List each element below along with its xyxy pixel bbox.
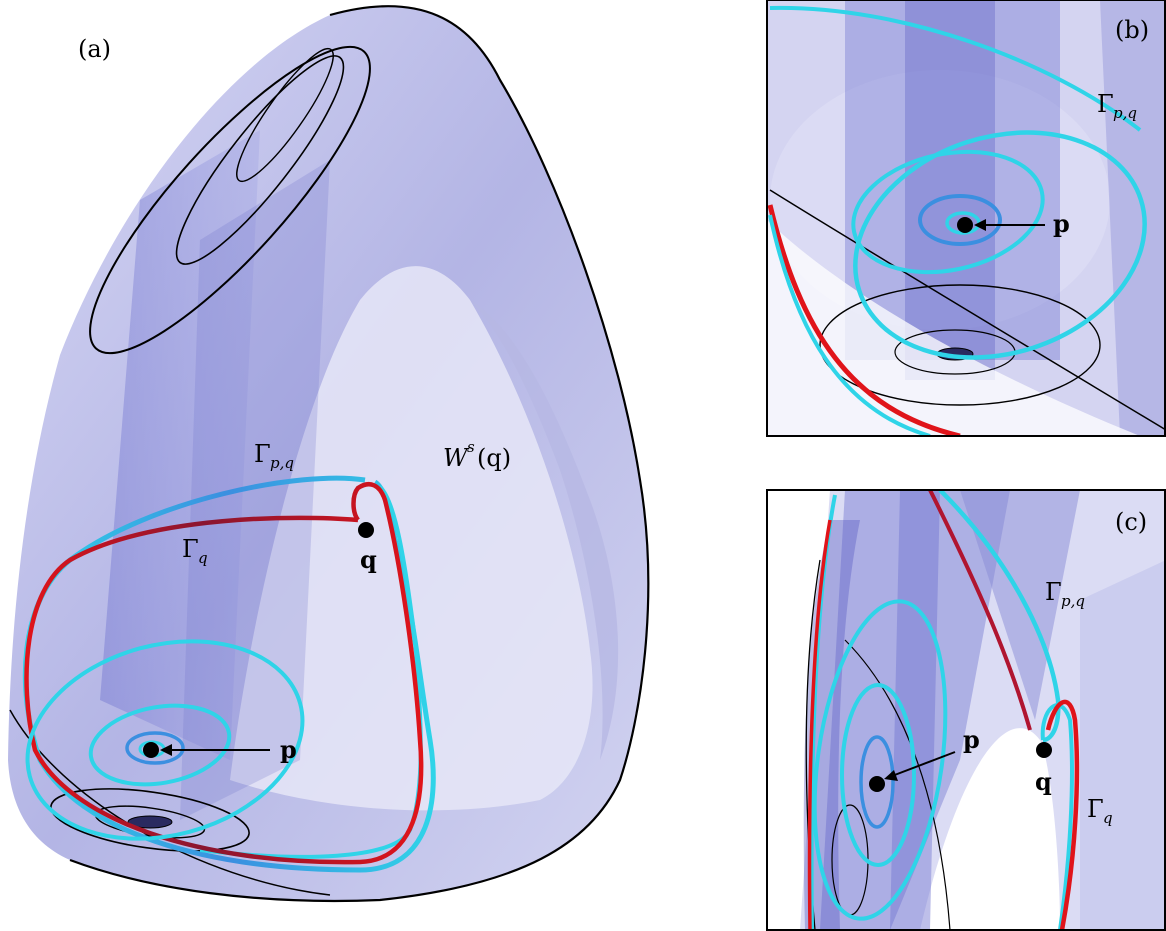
svg-text:Γ: Γ	[1097, 90, 1114, 118]
label-p-a: p	[280, 735, 297, 764]
svg-text:(q): (q)	[477, 444, 511, 472]
panel-b-tag: (b)	[1115, 16, 1149, 44]
svg-text:Γ: Γ	[182, 535, 199, 563]
label-gamma-q-c: Γ q	[1087, 795, 1113, 827]
point-q-c	[1036, 742, 1052, 758]
svg-text:s: s	[467, 438, 475, 456]
panel-c-cyan-outer	[1040, 703, 1074, 930]
label-gamma-pq-c: Γ p,q	[1045, 578, 1085, 610]
panel-c-shade	[1080, 560, 1166, 930]
arrow-p-b-head	[974, 219, 986, 231]
top-loop-2	[175, 55, 345, 265]
top-loop-1	[89, 45, 371, 355]
panel-c-frame	[766, 489, 1166, 931]
panel-c-cyan-arc	[938, 490, 1061, 743]
panel-b-frame	[766, 0, 1166, 437]
panel-b-spiral-2	[851, 149, 1045, 275]
point-p-a	[143, 742, 159, 758]
point-q-a	[358, 522, 374, 538]
gamma-q-curve-a	[24, 482, 424, 865]
manifold-tube-center	[180, 160, 330, 820]
label-gamma-q-a: Γ q	[182, 535, 208, 567]
panel-a-tag: (a)	[78, 35, 111, 63]
svg-text:q: q	[1103, 809, 1113, 827]
panel-c-spiral-2	[840, 683, 916, 867]
top-loop-3	[236, 47, 334, 183]
manifold-outline	[69, 5, 650, 903]
panel-b-tube-core	[905, 0, 995, 380]
p-spiral-a-3	[125, 731, 185, 765]
panel-c-red-curve-2	[1045, 699, 1080, 930]
svg-text:q: q	[198, 549, 208, 567]
panel-c-red-curve-1	[928, 490, 1032, 731]
svg-text:p,q: p,q	[1113, 104, 1137, 122]
panel-b-cyan-curve-1	[768, 214, 931, 436]
panel-b-black-loop-1	[819, 284, 1101, 406]
svg-text:p,q: p,q	[1061, 592, 1085, 610]
panel-c-tag: (c)	[1115, 508, 1147, 536]
manifold-shade-region	[470, 300, 619, 760]
bottom-loop-3	[127, 815, 173, 829]
panel-c-red-curve-3	[807, 519, 832, 930]
svg-text:Γ: Γ	[254, 440, 271, 468]
bottom-loop-1	[50, 788, 250, 852]
panel-c: (c) p q Γ p,q Γ q	[766, 489, 1166, 931]
label-q-c: q	[1035, 767, 1052, 796]
point-p-c	[869, 776, 885, 792]
label-manifold-ws: W s (q)	[443, 438, 511, 472]
label-gamma-pq-a: Γ p,q	[254, 440, 294, 472]
label-p-b: p	[1053, 209, 1070, 238]
panel-c-black-curve-2	[844, 639, 951, 930]
svg-text:p,q: p,q	[270, 454, 294, 472]
p-spiral-a-2	[88, 703, 232, 787]
point-p-b	[957, 217, 973, 233]
label-gamma-pq-b: Γ p,q	[1097, 90, 1137, 122]
panel-b-side-band	[1100, 0, 1166, 436]
arrow-p-a-head	[160, 744, 172, 756]
label-p-c: p	[963, 725, 980, 754]
svg-text:W: W	[443, 444, 470, 472]
panel-b-cyan-curve-2	[769, 5, 1142, 132]
svg-text:Γ: Γ	[1045, 578, 1062, 606]
panel-b-spiral-1	[853, 130, 1147, 360]
panel-a: (a) p q Γ p,q Γ q W s (q)	[8, 5, 650, 903]
panel-c-spiral-3	[859, 735, 895, 829]
p-spiral-a-1	[25, 639, 305, 841]
arrow-p-c-line	[891, 751, 956, 777]
svg-text:Γ: Γ	[1087, 795, 1104, 823]
panel-c-spiral-1	[812, 599, 948, 921]
panel-b: (b) p Γ p,q	[766, 0, 1166, 437]
label-q-a: q	[360, 545, 377, 574]
panel-b-red-curve	[767, 204, 961, 436]
panel-b-black-curve-1	[769, 189, 1166, 431]
panel-b-spiral-3	[918, 194, 1002, 246]
manifold-inner-region	[230, 266, 593, 811]
arrow-p-c-head	[884, 770, 898, 781]
